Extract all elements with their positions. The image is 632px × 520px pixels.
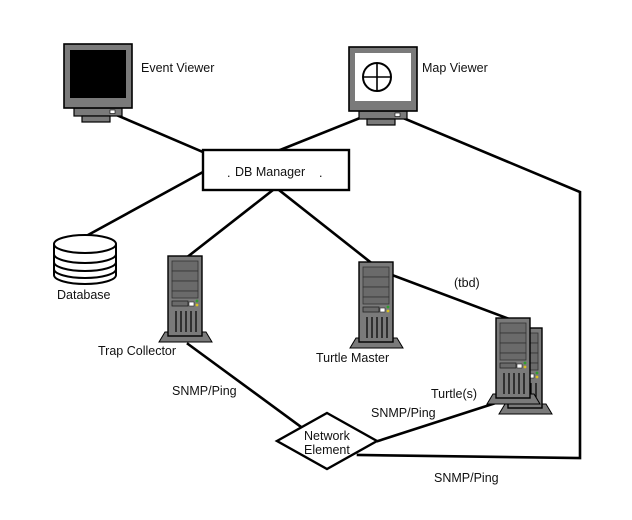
- network-element-label-line1: Network: [304, 429, 351, 443]
- db-manager-node[interactable]: . DB Manager .: [201, 148, 351, 192]
- edge-label-tbd: (tbd): [454, 276, 480, 290]
- server-tower-icon: [158, 255, 213, 343]
- monitor-screen-dark: [70, 50, 126, 98]
- edge-label-snmp-ping-trap: SNMP/Ping: [172, 384, 237, 398]
- network-element-node[interactable]: Network Element: [274, 411, 380, 471]
- db-manager-box: [201, 148, 351, 192]
- map-viewer-node[interactable]: Map Viewer: [348, 46, 488, 126]
- turtles-node[interactable]: Turtle(s): [431, 317, 553, 415]
- edge-turtle-master-turtles: [390, 273, 514, 322]
- db-manager-right-dot: .: [319, 166, 322, 180]
- database-icon: [53, 234, 117, 285]
- turtle-master-node[interactable]: Turtle Master: [316, 261, 404, 365]
- monitor-icon: [348, 46, 418, 126]
- edge-db-manager-turtle-master: [277, 188, 376, 267]
- edge-trap-collector-network-element: [186, 342, 310, 434]
- edge-labels: (tbd) SNMP/Ping SNMP/Ping SNMP/Ping: [172, 276, 499, 485]
- database-node[interactable]: Database: [53, 234, 117, 302]
- turtles-label: Turtle(s): [431, 387, 477, 401]
- crosshair-icon: [362, 62, 392, 92]
- network-element-diamond: [274, 411, 380, 471]
- trap-collector-node[interactable]: Trap Collector: [98, 255, 213, 358]
- db-manager-label: DB Manager: [235, 165, 305, 179]
- server-stack-icon: [486, 317, 553, 415]
- db-manager-left-dot: .: [227, 166, 230, 180]
- edge-label-snmp-ping-map: SNMP/Ping: [434, 471, 499, 485]
- edge-db-manager-database: [86, 170, 205, 237]
- monitor-icon: [63, 43, 133, 123]
- turtle-master-label: Turtle Master: [316, 351, 389, 365]
- trap-collector-label: Trap Collector: [98, 344, 176, 358]
- edge-network-element-turtles: [376, 398, 507, 443]
- map-viewer-label: Map Viewer: [422, 61, 488, 75]
- edge-map-viewer-network-element: [356, 108, 582, 460]
- event-viewer-node[interactable]: Event Viewer: [63, 43, 214, 123]
- database-label: Database: [57, 288, 111, 302]
- edge-label-snmp-ping-turtles: SNMP/Ping: [371, 406, 436, 420]
- event-viewer-label: Event Viewer: [141, 61, 214, 75]
- edge-db-manager-trap-collector: [184, 188, 275, 260]
- network-element-label-line2: Element: [304, 443, 350, 457]
